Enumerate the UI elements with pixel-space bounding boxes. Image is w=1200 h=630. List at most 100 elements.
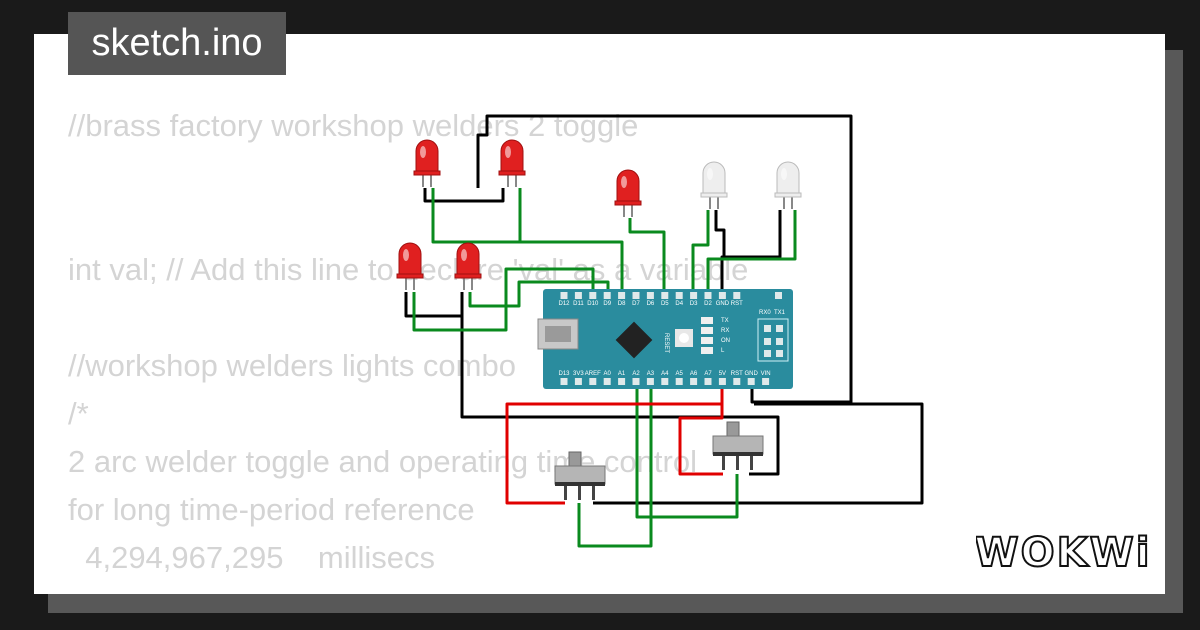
- led-red: [413, 139, 441, 187]
- pin-label: D8: [618, 301, 626, 307]
- pin-hole: [618, 292, 626, 299]
- pin-label: VIN: [761, 371, 771, 377]
- header-label: RX0: [759, 310, 771, 316]
- pin-hole: [646, 292, 654, 299]
- wire: [714, 210, 726, 294]
- wire: [635, 381, 739, 519]
- pin-label: GND: [745, 371, 759, 377]
- pin-hole: [718, 292, 726, 299]
- wire: [404, 292, 464, 318]
- pin-label: 3V3: [573, 371, 584, 377]
- wire: [691, 210, 710, 294]
- pin-label: D2: [704, 301, 712, 307]
- pin-hole: [574, 378, 582, 385]
- pin-label: D12: [558, 301, 570, 307]
- header-label: TX1: [774, 310, 786, 316]
- pin-label: A6: [690, 371, 698, 377]
- file-tab-label: sketch.ino: [91, 22, 263, 64]
- pin-hole: [747, 378, 755, 385]
- led-red: [498, 139, 526, 187]
- code-line: for long time-period reference: [68, 492, 475, 527]
- pin-label: RST: [731, 301, 743, 307]
- wire: [476, 114, 853, 404]
- wire: [577, 381, 653, 548]
- pin-hole: [560, 378, 568, 385]
- pin-hole: [603, 292, 611, 299]
- pin-hole: [632, 378, 640, 385]
- svg-text:WOKWi: WOKWi: [976, 530, 1151, 576]
- pin-hole: [661, 292, 669, 299]
- pin-label: D7: [632, 301, 640, 307]
- pin-label: D6: [647, 301, 655, 307]
- pin-label: A4: [661, 371, 669, 377]
- wire: [460, 316, 780, 476]
- pin-label: D11: [573, 301, 584, 307]
- code-line: 4,294,967 seconds: [68, 582, 748, 594]
- indicator-label: L: [721, 348, 725, 354]
- wire: [724, 210, 782, 259]
- pin-hole: [704, 378, 712, 385]
- led-white: [700, 161, 728, 209]
- wire: [505, 381, 724, 505]
- pin-hole: [618, 378, 626, 385]
- reset-label: RESET: [663, 333, 669, 353]
- pin-label: D10: [587, 301, 599, 307]
- pin-hole: [603, 378, 611, 385]
- code-line: 4,294,967,295 millisecs: [68, 540, 436, 575]
- pin-label: D3: [690, 301, 698, 307]
- pin-label: A5: [676, 371, 684, 377]
- wire: [628, 218, 666, 294]
- wire: [468, 280, 610, 308]
- pin-label: A0: [604, 371, 612, 377]
- led-red: [614, 169, 642, 217]
- pin-label: D4: [675, 301, 683, 307]
- file-tab[interactable]: sketch.ino: [68, 12, 286, 75]
- slide-switch-2: [712, 421, 764, 470]
- code-line: //workshop welders lights combo: [68, 348, 516, 383]
- pin-hole: [589, 292, 597, 299]
- pin-hole: [589, 378, 597, 385]
- pin-hole: [704, 292, 712, 299]
- pin-hole: [762, 378, 770, 385]
- wire: [678, 404, 724, 476]
- wire: [706, 210, 797, 294]
- code-line: //brass factory workshop welders 2 toggl…: [68, 108, 639, 143]
- pin-hole: [675, 378, 683, 385]
- pin-hole: [646, 378, 654, 385]
- pin-label: AREF: [585, 371, 601, 377]
- pin-hole: [775, 292, 782, 299]
- pin-label: A3: [647, 371, 655, 377]
- pin-hole: [733, 292, 741, 299]
- led-red: [454, 242, 482, 290]
- pin-label: A2: [632, 371, 640, 377]
- pin-label: 5V: [719, 371, 726, 377]
- pin-hole: [574, 292, 582, 299]
- pin-label: A7: [704, 371, 712, 377]
- pin-label: D13: [558, 371, 570, 377]
- wire: [423, 188, 505, 203]
- indicator-label: ON: [721, 338, 730, 344]
- indicator-label: RX: [721, 328, 729, 334]
- pin-hole: [560, 292, 568, 299]
- led-red: [396, 242, 424, 290]
- pin-label: D5: [661, 301, 669, 307]
- pin-label: D9: [603, 301, 611, 307]
- code-line: /*: [68, 396, 89, 431]
- pin-label: RST: [731, 371, 743, 377]
- pin-hole: [733, 378, 741, 385]
- wire: [518, 188, 608, 244]
- pin-hole: [661, 378, 669, 385]
- code-listing: //brass factory workshop welders 2 toggl…: [68, 102, 748, 594]
- pin-label: A1: [618, 371, 626, 377]
- pin-label: GND: [716, 301, 730, 307]
- wire: [593, 402, 924, 505]
- slide-switch-1: [554, 451, 606, 500]
- pin-hole: [675, 292, 683, 299]
- wire: [412, 267, 595, 332]
- pin-hole: [690, 378, 698, 385]
- pin-hole: [632, 292, 640, 299]
- wokwi-logo: WOKWi: [976, 529, 1151, 576]
- led-white: [774, 161, 802, 209]
